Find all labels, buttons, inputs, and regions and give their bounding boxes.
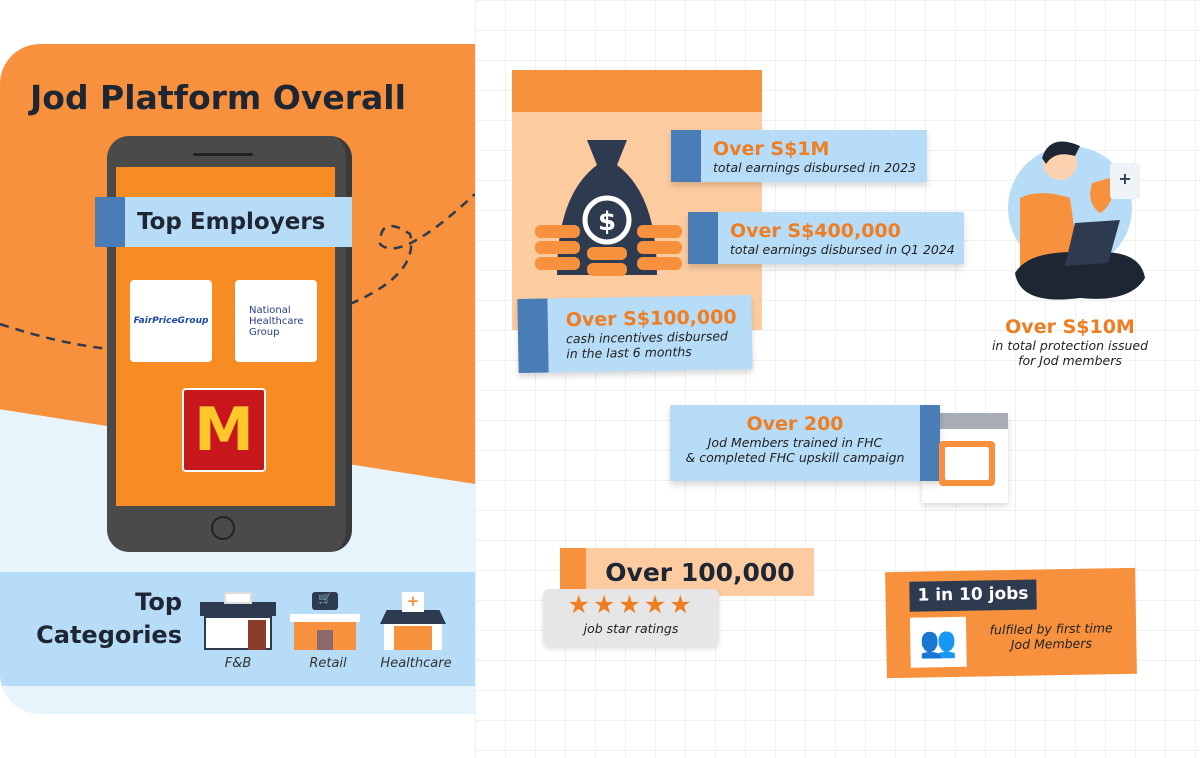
person-laptop-illustration: + [1008,141,1145,300]
dashed-path [0,193,475,351]
star-ratings-card: ★★★★★ job star ratings [543,589,719,646]
mcdonalds-logo: M [182,388,266,472]
five-star-icon: ★★★★★ [567,590,695,619]
top-employers-label: Top Employers [95,197,352,247]
fairprice-logo: FairPriceGroup [130,280,212,362]
phone-speaker [193,153,253,156]
page-title: Jod Platform Overall [30,78,406,117]
clinic-icon: + [378,592,454,650]
money-bag-icon: $ [535,140,682,276]
category-retail: 🛒 Retail [290,592,366,671]
nhg-logo: National Healthcare Group [235,280,317,362]
certificate-icon [939,441,995,486]
home-button [211,516,235,540]
category-fnb: F&B [200,592,276,671]
svg-text:+: + [1118,169,1131,188]
category-healthcare: + Healthcare [378,592,454,671]
stat-ratings: Over 100,000 [560,548,814,596]
svg-text:$: $ [598,207,616,237]
platform-overview-panel: Jod Platform Overall FairPriceGroup Nati… [0,44,475,714]
stat-protection: Over S$10M in total protection issued fo… [991,316,1149,368]
people-group-icon: 👥 [909,616,967,668]
shop-cart-icon: 🛒 [290,592,366,650]
restaurant-icon [200,592,276,650]
